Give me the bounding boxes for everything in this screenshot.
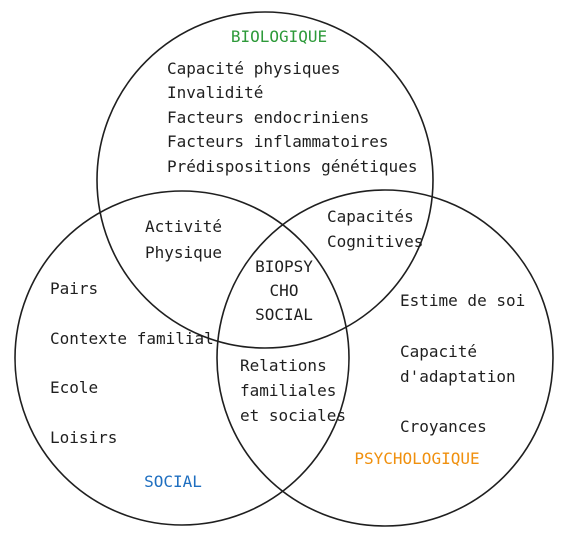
social-item: Pairs <box>50 279 98 298</box>
title-social: SOCIAL <box>144 472 202 491</box>
bio-item: Invalidité <box>167 83 263 102</box>
psycho-item: Croyances <box>400 417 487 436</box>
bio-item: Facteurs inflammatoires <box>167 132 389 151</box>
social-psycho-label: Relations <box>240 356 327 375</box>
psycho-item: Estime de soi <box>400 291 525 310</box>
circle-social <box>14 190 350 526</box>
bio-item: Facteurs endocriniens <box>167 108 369 127</box>
center-label: BIOPSY <box>255 257 313 276</box>
psycho-item: Capacité <box>400 342 477 361</box>
social-item: Contexte familial <box>50 329 214 348</box>
social-item: Ecole <box>50 378 98 397</box>
circle-biologique <box>96 11 434 349</box>
center-label: SOCIAL <box>255 305 313 324</box>
circle-psychologique <box>216 189 554 527</box>
bio-social-label: Physique <box>145 243 222 262</box>
bio-social-label: Activité <box>145 217 222 236</box>
social-psycho-label: familiales <box>240 381 336 400</box>
bio-psycho-label: Cognitives <box>327 232 423 251</box>
social-psycho-label: et sociales <box>240 406 346 425</box>
title-psychologique: PSYCHOLOGIQUE <box>354 449 479 468</box>
bio-psycho-label: Capacités <box>327 207 414 226</box>
bio-item: Capacité physiques <box>167 59 340 78</box>
bio-item: Prédispositions génétiques <box>167 157 417 176</box>
center-label: CHO <box>270 281 299 300</box>
psycho-item: d'adaptation <box>400 367 516 386</box>
title-biologique: BIOLOGIQUE <box>231 27 327 46</box>
social-item: Loisirs <box>50 428 117 447</box>
